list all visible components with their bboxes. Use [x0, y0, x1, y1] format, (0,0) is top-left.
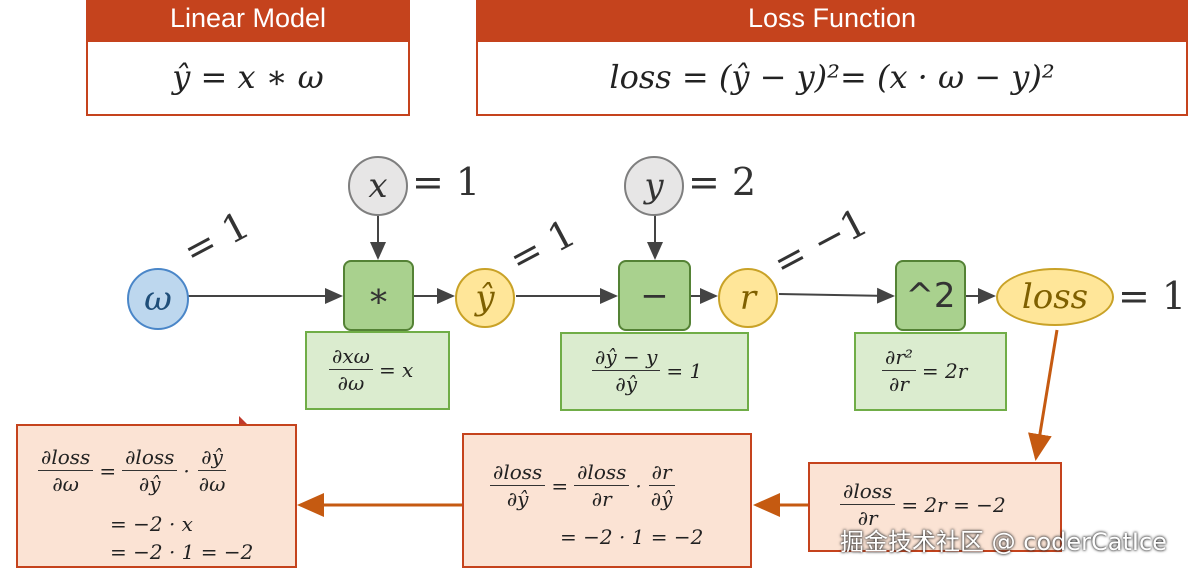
grad-omega-m2num: ∂ŷ — [198, 444, 226, 471]
grad-yhat-lnum: ∂loss — [490, 459, 546, 486]
grad-omega-box: ∂loss∂ω = ∂loss∂ŷ · ∂ŷ∂ω = −2 · x = −2 ·… — [16, 424, 297, 568]
grad-omega-lnum: ∂loss — [38, 444, 94, 471]
grad-r-den: ∂r — [857, 506, 878, 530]
r-node: r — [718, 268, 778, 328]
pow-deriv-rhs: = 2r — [921, 358, 968, 383]
grad-r-box: ∂loss∂r = 2r = −2 — [808, 462, 1062, 552]
mul-deriv-num: ∂xω — [329, 343, 373, 370]
grad-yhat-box: ∂loss∂ŷ = ∂loss∂r · ∂r∂ŷ = −2 · 1 = −2 — [462, 433, 752, 568]
sub-deriv-rhs: = 1 — [666, 358, 703, 383]
pow-derivative-box: ∂r²∂r = 2r — [854, 332, 1007, 411]
x-node: x — [348, 156, 408, 216]
grad-omega-line3: = −2 · 1 = −2 — [110, 540, 254, 564]
grad-omega-lden: ∂ω — [52, 472, 79, 496]
grad-omega-eq: = — [99, 458, 117, 483]
x-value: = 1 — [412, 160, 481, 204]
sub-deriv-num: ∂ŷ − y — [592, 344, 661, 371]
grad-omega-line2: = −2 · x — [110, 512, 193, 536]
pow-deriv-num: ∂r² — [882, 344, 916, 371]
grad-yhat-m1den: ∂r — [591, 487, 612, 511]
multiply-op: ∗ — [343, 260, 414, 331]
mul-derivative-box: ∂xω∂ω = x — [305, 331, 450, 410]
grad-yhat-lden: ∂ŷ — [506, 487, 529, 511]
grad-r-rhs: = 2r = −2 — [901, 492, 1006, 517]
grad-yhat-line2: = −2 · 1 = −2 — [560, 525, 704, 549]
linear-model-title: Linear Model — [88, 2, 408, 42]
grad-yhat-eq: = — [551, 473, 569, 498]
loss-function-title: Loss Function — [478, 2, 1186, 42]
pow-deriv-den: ∂r — [889, 372, 909, 396]
grad-r-num: ∂loss — [840, 478, 896, 505]
grad-omega-m1num: ∂loss — [122, 444, 178, 471]
omega-node: ω — [127, 268, 189, 330]
yhat-node: ŷ — [455, 268, 515, 328]
loss-node: loss — [996, 268, 1114, 326]
sub-derivative-box: ∂ŷ − y∂ŷ = 1 — [560, 332, 749, 411]
loss-value: = 1 — [1118, 274, 1187, 318]
grad-yhat-m1num: ∂loss — [574, 459, 630, 486]
grad-omega-m2den: ∂ω — [198, 472, 226, 496]
grad-yhat-dot: · — [635, 473, 642, 498]
watermark-text: 掘金技术社区 @ coderCatIce — [840, 528, 1167, 556]
loss-function-box: Loss Function loss = (ŷ − y)²= (x · ω − … — [476, 0, 1188, 116]
mul-deriv-rhs: = x — [378, 357, 414, 382]
subtract-op: − — [618, 260, 691, 331]
linear-model-formula: ŷ = x ∗ ω — [172, 58, 324, 96]
edge-r-pow — [778, 287, 895, 304]
power-op: ^2 — [895, 260, 966, 331]
edge-loss-grad — [1028, 329, 1059, 461]
y-node: y — [624, 156, 684, 216]
grad-yhat-m2num: ∂r — [648, 459, 675, 486]
mul-deriv-den: ∂ω — [337, 371, 365, 395]
y-value: = 2 — [688, 160, 757, 204]
sub-deriv-den: ∂ŷ — [615, 372, 638, 396]
grad-yhat-m2den: ∂ŷ — [650, 487, 673, 511]
linear-model-box: Linear Model ŷ = x ∗ ω — [86, 0, 410, 116]
loss-function-formula: loss = (ŷ − y)²= (x · ω − y)² — [609, 58, 1055, 96]
grad-omega-m1den: ∂ŷ — [138, 472, 161, 496]
grad-omega-dot: · — [183, 458, 190, 483]
